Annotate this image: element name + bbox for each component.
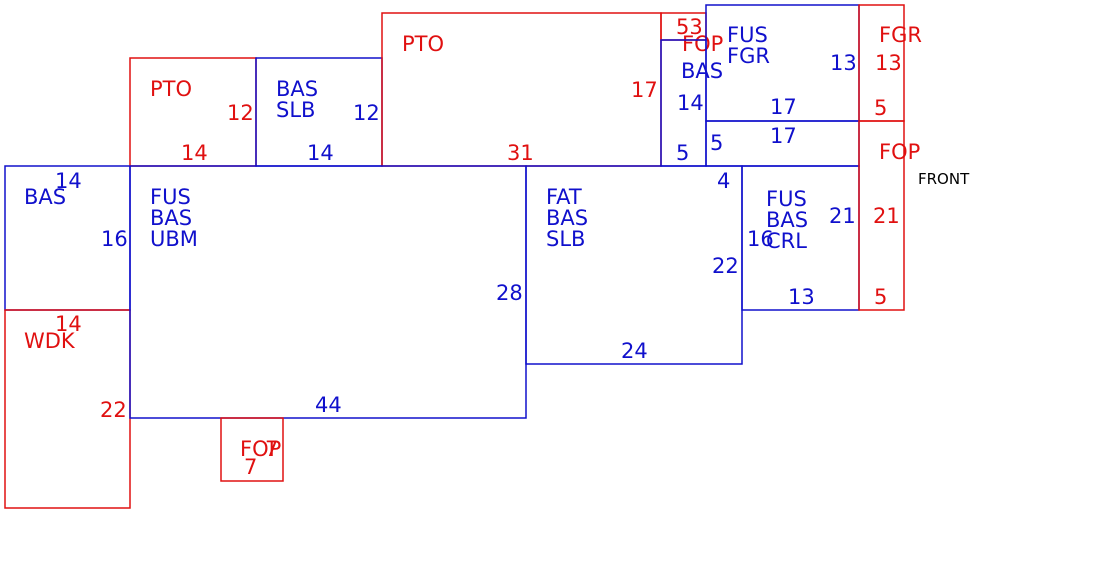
area-fus-fgr: FUS FGR 13 17 (705, 4, 860, 122)
dimension-label: 22 (712, 254, 739, 278)
area-label: BAS (681, 59, 723, 83)
area-label: SLB (546, 227, 585, 251)
dimension-label: 53 (676, 15, 703, 39)
area-bas-slb-top: BAS SLB 12 14 (255, 57, 383, 167)
area-label: FAT (546, 185, 582, 209)
area-label: FUS (150, 185, 191, 209)
area-fat-bas-slb: FAT BAS SLB 4 22 24 (525, 165, 743, 365)
dimension-label: 12 (227, 101, 254, 125)
dimension-label: 21 (829, 204, 856, 228)
area-fop-right: FOP 21 5 (858, 120, 920, 311)
dimension-label: 22 (100, 398, 127, 422)
area-bas-narrow: BAS 14 5 (660, 39, 723, 167)
dimension-label: 12 (353, 101, 380, 125)
area-label: FOP (682, 32, 723, 56)
dimension-label: 44 (315, 393, 342, 417)
area-pto-top: PTO 17 31 (381, 12, 662, 167)
area-label: FUS (766, 187, 807, 211)
area-label: FGR (727, 44, 770, 68)
area-label: PTO (150, 77, 192, 101)
dimension-label: 5 (710, 131, 723, 155)
area-fus-bas-crl: FUS BAS CRL 17 5 16 21 13 (705, 120, 860, 311)
area-fop-top: 53 FOP (660, 12, 723, 56)
area-bas-left: BAS 14 16 (4, 165, 131, 311)
area-label: SLB (276, 98, 315, 122)
area-label: CRL (766, 229, 807, 253)
dimension-label: 24 (621, 339, 648, 363)
area-wdk: WDK 14 22 (4, 309, 131, 509)
dimension-label: 13 (875, 51, 902, 75)
area-label: FGR (879, 23, 922, 47)
dimension-label: 14 (307, 141, 334, 165)
area-label: BAS (276, 77, 318, 101)
area-label: BAS (24, 185, 66, 209)
dimension-label: 21 (873, 204, 900, 228)
dimension-label: 4 (717, 169, 730, 193)
area-label: FOP (879, 140, 920, 164)
dimension-label: 13 (788, 285, 815, 309)
area-label: BAS (546, 206, 588, 230)
dimension-label: 17 (770, 95, 797, 119)
dimension-label: 14 (55, 312, 82, 336)
area-fop-right-outline (858, 120, 905, 311)
area-label: FUS (727, 23, 768, 47)
dimension-label: 31 (507, 141, 534, 165)
dimension-label: 16 (747, 227, 774, 251)
area-label: UBM (150, 227, 198, 251)
dimension-label: 5 (874, 285, 887, 309)
area-fop-bottom-outline (220, 417, 284, 482)
area-fus-bas-ubm: FUS BAS UBM 28 44 (129, 165, 527, 419)
dimension-label: 14 (55, 169, 82, 193)
area-pto-left: PTO 12 14 (129, 57, 257, 167)
dimension-label: 13 (830, 51, 857, 75)
dimension-label: 14 (181, 141, 208, 165)
area-label: BAS (766, 208, 808, 232)
front-label: FRONT (918, 170, 970, 188)
dimension-label: 16 (101, 227, 128, 251)
dimension-label: 28 (496, 281, 523, 305)
area-label: WDK (24, 329, 76, 353)
area-label: FOP (240, 437, 281, 461)
dimension-label: 7 (265, 437, 278, 461)
dimension-label: 14 (677, 91, 704, 115)
area-label: BAS (150, 206, 192, 230)
dimension-label: 5 (874, 96, 887, 120)
area-label: PTO (402, 32, 444, 56)
dimension-label: 7 (244, 455, 257, 479)
dimension-label: 5 (676, 141, 689, 165)
area-fop-bottom: FOP 7 7 (220, 417, 284, 482)
dimension-label: 17 (631, 78, 658, 102)
area-fgr: FGR 13 5 (858, 4, 922, 122)
dimension-label: 17 (770, 124, 797, 148)
